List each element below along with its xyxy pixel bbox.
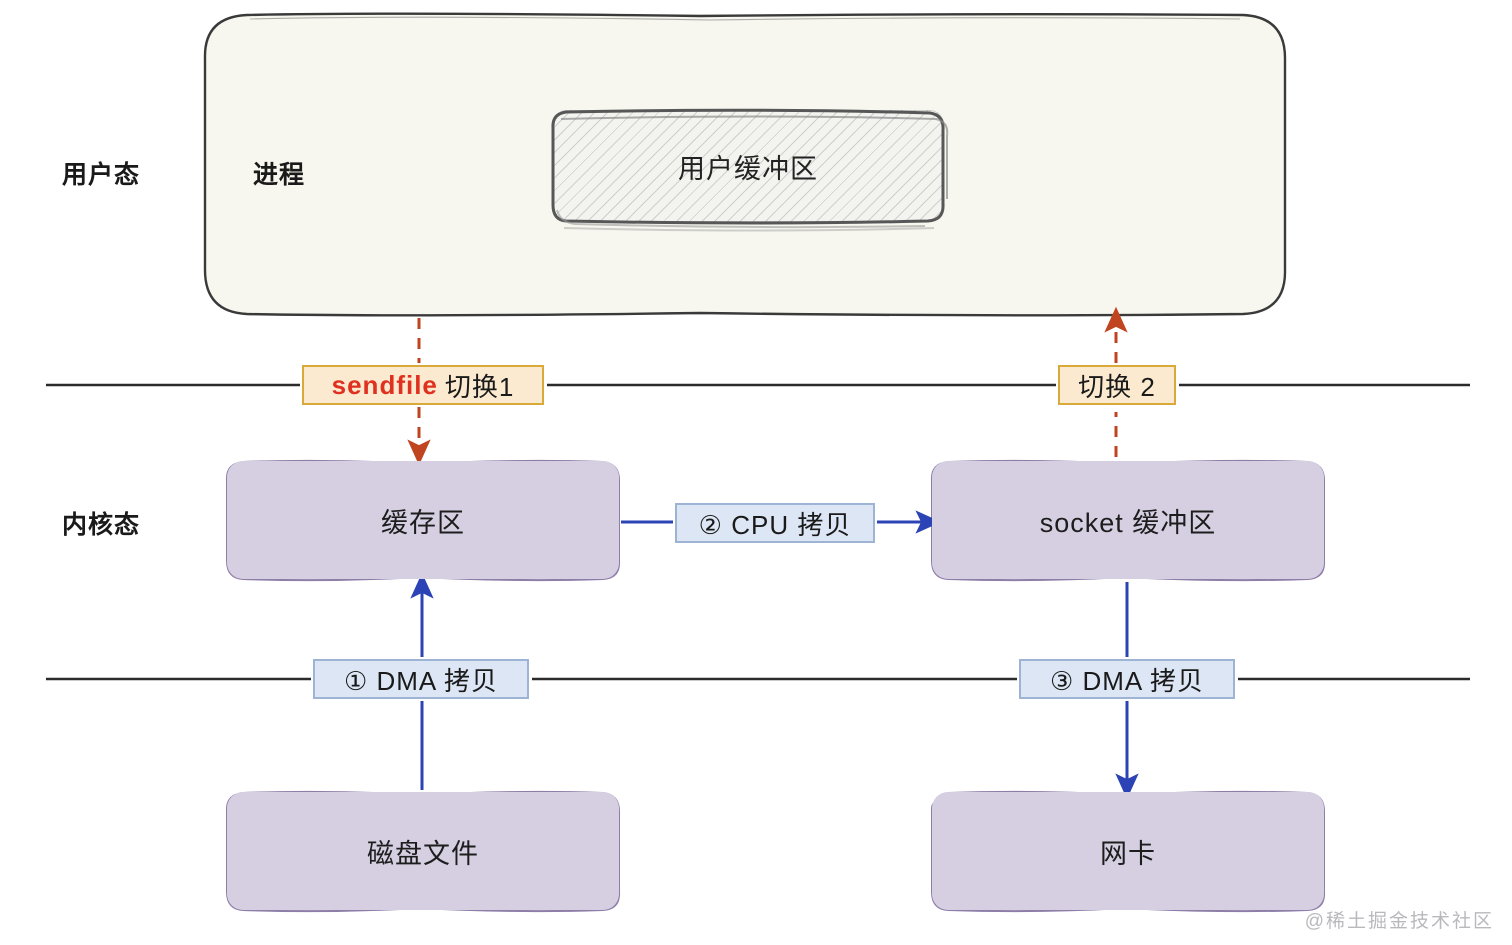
chip-cpu-copy-2-label: ② CPU 拷贝 — [698, 509, 852, 540]
kernel-box-nic: 网卡 — [932, 792, 1324, 910]
chip-switch-1-accent: sendfile — [331, 369, 438, 400]
chip-dma-copy-1: ① DMA 拷贝 — [313, 659, 529, 699]
watermark-text: @稀土掘金技术社区 — [1304, 911, 1494, 932]
process-label: 进程 — [253, 161, 306, 189]
chip-dma-copy-3-label: ③ DMA 拷贝 — [1049, 665, 1205, 696]
kernel-box-socket: socket 缓冲区 — [932, 461, 1324, 579]
chip-switch-2: 切换 2 — [1058, 365, 1176, 405]
kernel-mode-label: 内核态 — [62, 511, 141, 539]
user-buffer-box: 用户缓冲区 — [552, 110, 944, 222]
user-mode-label: 用户态 — [62, 161, 141, 189]
kernel-box-nic-label: 网卡 — [1100, 838, 1156, 869]
kernel-box-cache-label: 缓存区 — [381, 507, 465, 538]
kernel-box-socket-label: socket 缓冲区 — [1039, 507, 1217, 538]
user-buffer-label: 用户缓冲区 — [678, 153, 818, 184]
kernel-box-disk-file: 磁盘文件 — [227, 792, 619, 910]
chip-switch-1-label: 切换1 — [444, 371, 515, 402]
kernel-box-cache: 缓存区 — [227, 461, 619, 579]
kernel-box-disk-file-label: 磁盘文件 — [367, 838, 479, 869]
chip-dma-copy-1-label: ① DMA 拷贝 — [343, 665, 499, 696]
chip-switch-2-label: 切换 2 — [1078, 371, 1156, 402]
chip-switch-1: sendfile 切换1 — [302, 365, 544, 405]
chip-dma-copy-3: ③ DMA 拷贝 — [1019, 659, 1235, 699]
chip-cpu-copy-2: ② CPU 拷贝 — [675, 503, 875, 543]
